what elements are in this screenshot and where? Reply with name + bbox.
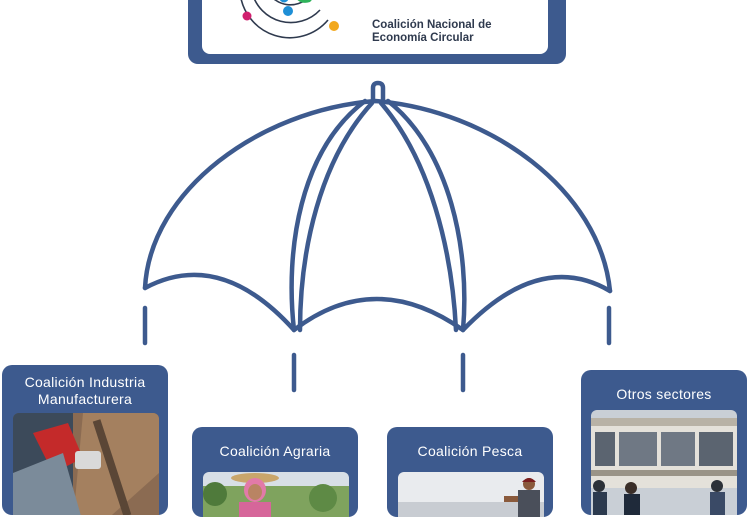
coalition-card-title: Coalición Agraria (219, 443, 331, 459)
umbrella-tip (370, 80, 386, 104)
umbrella-scallop-right (460, 274, 613, 333)
agriculture-photo (203, 472, 349, 517)
logo-title: Coalición Nacional de Economía Circular (372, 19, 492, 44)
coalition-card-other-sectors: Otros sectores (581, 370, 747, 515)
umbrella-scallop-center (291, 296, 466, 333)
other-sectors-photo (591, 410, 737, 515)
circular-economy-logo-icon (240, 0, 339, 39)
coalition-card-title: Otros sectores (616, 386, 712, 402)
coalition-card-manufacturing: Coalición Industria Manufacturera (2, 365, 168, 515)
umbrella-scallop-left (142, 272, 297, 333)
logo-box: Coalición Nacional de Economía Circular (188, 0, 566, 64)
coalition-card-title: Coalición Pesca (417, 443, 523, 459)
umbrella-rib-right (385, 98, 467, 333)
umbrella-canopy-outline (142, 98, 613, 294)
coalition-card-fishing: Coalición Pesca (387, 427, 553, 517)
umbrella-rib-right-inner (378, 100, 459, 333)
fishing-photo (398, 472, 544, 517)
umbrella-rib-left-inner (297, 100, 375, 333)
coalition-card-title: Coalición Industria Manufacturera (24, 374, 146, 407)
umbrella-rib-left (289, 98, 368, 333)
umbrella-diagram (142, 80, 613, 393)
coalition-card-agriculture: Coalición Agraria (192, 427, 358, 517)
logo-panel: Coalición Nacional de Economía Circular (202, 0, 548, 54)
